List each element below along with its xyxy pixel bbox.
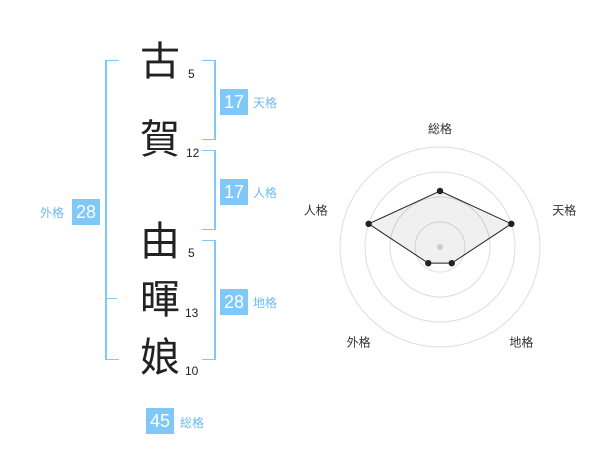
given-strokes-1: 5 — [188, 246, 195, 260]
chikaku-value: 28 — [220, 289, 248, 315]
radar-ring-1 — [414, 221, 466, 273]
gaikaku-value: 28 — [72, 199, 100, 225]
surname-strokes-1: 5 — [188, 67, 195, 81]
chikaku-label: 地格 — [253, 296, 278, 310]
radar-point-2 — [448, 259, 455, 267]
surname-char-1: 古 — [140, 39, 180, 85]
radar-rings — [339, 146, 541, 348]
given-char-2: 暉 — [140, 277, 180, 323]
soukaku-label: 総格 — [180, 416, 205, 430]
radar-point-0 — [436, 187, 444, 195]
tenkaku-bracket — [202, 60, 216, 140]
radar-point-1 — [508, 220, 515, 228]
chikaku-bracket — [202, 240, 216, 360]
radar-point-4 — [365, 220, 372, 228]
gaikaku-split-tick — [105, 298, 117, 299]
tenkaku-value: 17 — [220, 89, 248, 115]
radar-point-3 — [425, 259, 432, 267]
tenkaku-label: 天格 — [253, 96, 278, 110]
radar-axis-label-0: 総格 — [428, 121, 452, 136]
jinkaku-bracket — [202, 150, 216, 230]
radar-axis-label-3: 外格 — [347, 334, 371, 349]
jinkaku-value: 17 — [220, 179, 248, 205]
radar-center-dot — [437, 244, 443, 250]
radar-ring-3 — [364, 171, 516, 323]
gaikaku-bracket — [105, 60, 119, 360]
radar-area — [367, 190, 513, 264]
radar-ring-2 — [389, 196, 491, 298]
radar-axis-label-4: 人格 — [304, 203, 328, 218]
radar-axis-label-2: 地格 — [509, 334, 533, 349]
given-char-3: 娘 — [140, 335, 180, 381]
gaikaku-label: 外格 — [40, 206, 65, 220]
jinkaku-label: 人格 — [253, 186, 278, 200]
radar-axis-label-1: 天格 — [552, 203, 576, 218]
surname-strokes-2: 12 — [186, 146, 200, 160]
given-strokes-3: 10 — [185, 364, 199, 378]
radar-ring-4 — [339, 146, 541, 348]
given-strokes-2: 13 — [185, 306, 199, 320]
given-char-1: 由 — [140, 219, 180, 265]
surname-char-2: 賀 — [140, 117, 180, 163]
soukaku-value: 45 — [146, 408, 174, 434]
